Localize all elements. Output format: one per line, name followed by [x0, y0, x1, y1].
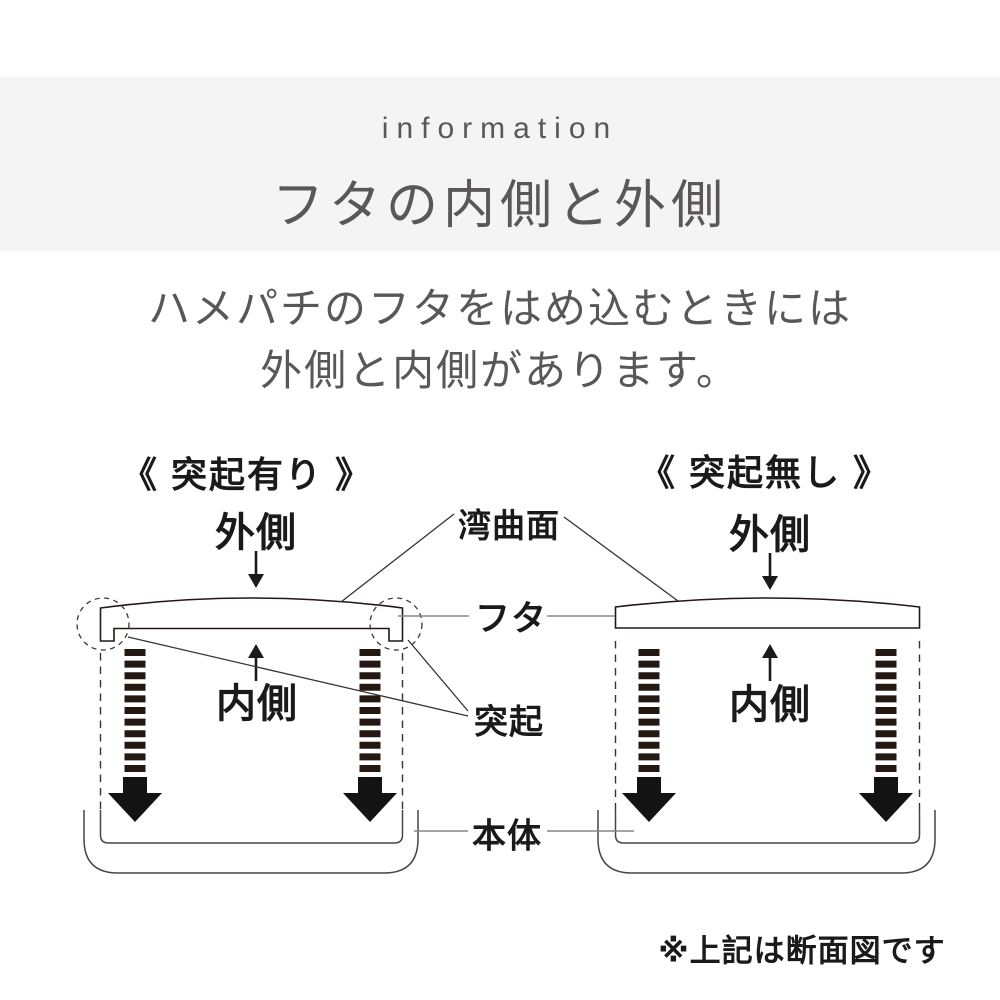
protrusion-highlight-circle-right: [369, 597, 423, 651]
insert-direction-arrow: [859, 649, 913, 822]
lid-without-protrusion: [614, 597, 921, 629]
right-inside-label: 内側: [729, 683, 811, 727]
protrusion-leader-far: [127, 636, 469, 717]
intro-line-1: ハメパチのフタをはめ込むときには: [147, 285, 852, 332]
page-title: フタの内側と外側: [271, 177, 728, 235]
curved-surface-leader-right: [563, 516, 679, 602]
body-callout: 本体: [472, 817, 542, 856]
body-tray-inner: [99, 810, 404, 844]
curved-surface-callout: 湾曲面: [458, 507, 560, 544]
insert-direction-arrow: [622, 649, 676, 822]
intro-text: ハメパチのフタをはめ込むときには 外側と内側があります。: [0, 278, 1000, 402]
lid-callout: フタ: [474, 599, 548, 639]
protrusion-leader-near: [407, 639, 469, 712]
left-diagram-title: 《 突起有り 》: [120, 454, 374, 495]
right-outside-label: 外側: [729, 513, 811, 557]
body-tray-outer: [597, 810, 936, 874]
down-arrow-icon: [762, 553, 778, 590]
header-band: information フタの内側と外側: [0, 77, 1000, 251]
left-outside-label: 外側: [215, 511, 297, 555]
insert-direction-arrow: [343, 649, 397, 822]
left-inside-label: 内側: [216, 682, 298, 726]
insert-direction-arrow: [108, 649, 162, 822]
right-diagram-title: 《 突起無し 》: [638, 452, 892, 493]
footnote: ※上記は断面図です: [658, 933, 946, 969]
up-arrow-icon: [762, 644, 778, 681]
body-tray-outer: [83, 810, 419, 874]
curved-surface-leader-left: [340, 513, 455, 603]
body-tray-inner: [614, 810, 921, 844]
eyebrow-text: information: [381, 112, 619, 145]
protrusion-callout: 突起: [474, 703, 544, 742]
down-arrow-icon: [248, 551, 264, 588]
protrusion-highlight-circle-left: [76, 597, 130, 651]
intro-line-2: 外側と内側があります。: [260, 347, 740, 394]
up-arrow-icon: [248, 644, 264, 681]
lid-with-protrusion: [99, 597, 404, 642]
